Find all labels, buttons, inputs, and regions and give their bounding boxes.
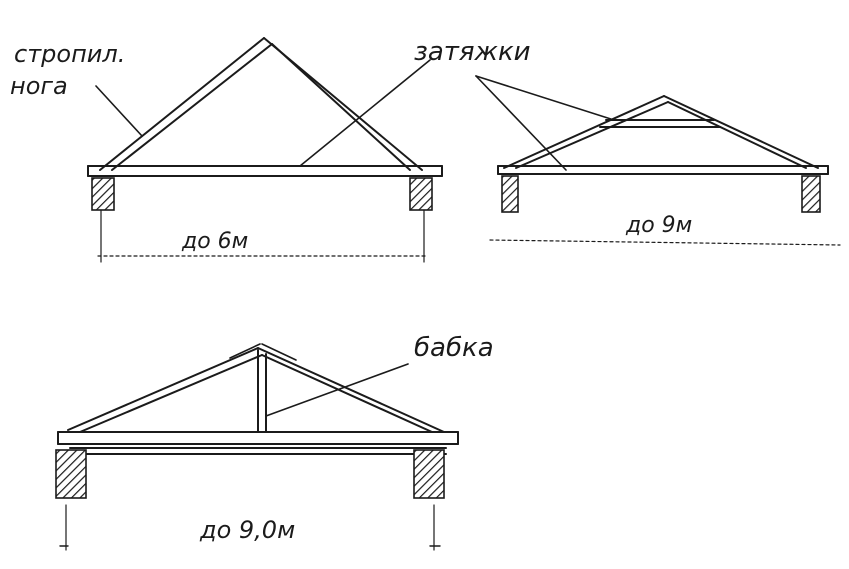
king-post-leader: [265, 363, 409, 417]
rafter-leg-label-line1: стропил.: [14, 40, 125, 68]
truss-c-dimension: [59, 504, 441, 551]
truss-c-king-post: [257, 349, 267, 433]
rafter-leg-leader: [95, 85, 143, 137]
truss-c-lower-beam: [69, 447, 447, 455]
truss-c-right-support: [413, 449, 445, 499]
callout-king-post: бабка: [265, 333, 494, 417]
ties-leader-to-truss-b-tie: [475, 75, 567, 171]
truss-b-span-label: до 9м: [625, 213, 692, 238]
truss-b-left-rafter: [503, 95, 669, 169]
truss-a-right-support: [409, 177, 433, 211]
truss-a-left-support: [91, 177, 115, 211]
truss-a-dimension: [97, 209, 429, 263]
truss-b-right-rafter: [663, 95, 819, 169]
truss-b-tie-beam: [497, 165, 829, 175]
truss-a-span-label: до 6м: [181, 229, 248, 254]
truss-a-left-rafter: [99, 37, 273, 171]
truss-a-tie-beam: [87, 165, 443, 177]
truss-b-left-support: [501, 175, 519, 213]
truss-b-dimension: [489, 239, 841, 246]
rafter-leg-label-line2: нога: [10, 72, 68, 100]
truss-a: до 6м: [87, 37, 443, 263]
ties-leader-to-truss-a: [299, 59, 431, 167]
truss-b: до 9м: [489, 95, 841, 246]
callout-ties: затяжки: [299, 37, 615, 171]
truss-c: до 9,0м: [55, 343, 459, 551]
truss-b-collar-tie: [599, 119, 721, 128]
callout-rafter-leg: стропил. нога: [10, 40, 143, 137]
truss-a-right-rafter: [263, 37, 423, 171]
truss-c-left-rafter: [67, 347, 263, 433]
king-post-label: бабка: [414, 333, 494, 363]
ties-leader-to-truss-b-collar: [475, 75, 615, 121]
truss-b-right-support: [801, 175, 821, 213]
ties-label: затяжки: [414, 37, 531, 67]
truss-c-tie-beam: [57, 431, 459, 445]
truss-c-right-rafter: [257, 347, 445, 433]
truss-c-span-label: до 9,0м: [199, 516, 295, 544]
truss-c-ridge-marks: [229, 343, 297, 361]
truss-c-left-support: [55, 449, 87, 499]
